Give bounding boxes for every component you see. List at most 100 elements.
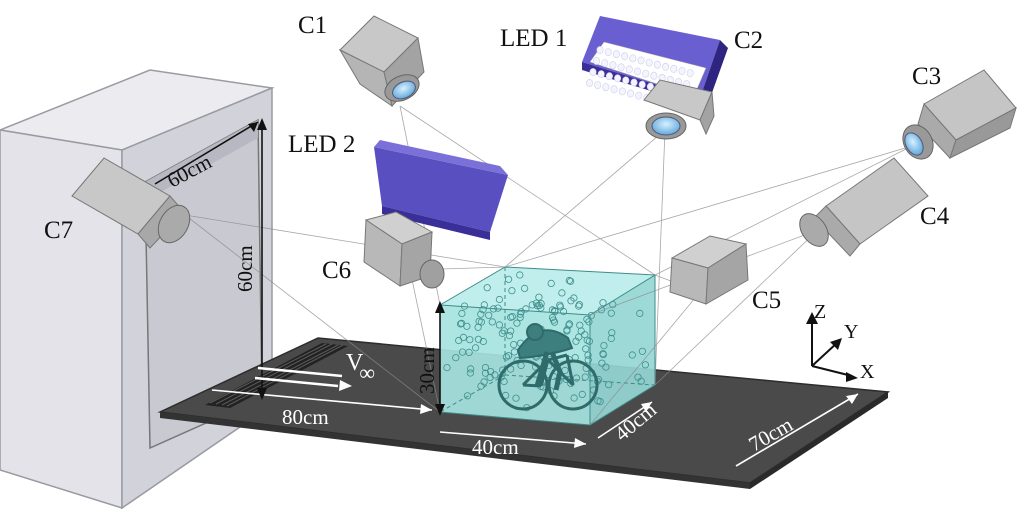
tracer-particles (443, 271, 650, 412)
tracer-particle (466, 365, 475, 373)
tracer-particle (459, 333, 468, 341)
tracer-particle (474, 335, 482, 343)
axis-label-y: Y (844, 321, 858, 343)
led-cell (646, 82, 654, 91)
tracer-particle (547, 279, 555, 287)
led-cell (585, 79, 593, 87)
led-cell (602, 83, 610, 92)
led-cell (626, 89, 634, 98)
tracer-particle (508, 287, 516, 295)
led-cell (642, 69, 650, 78)
tracer-particle (474, 323, 482, 331)
coordinate-axes (811, 318, 853, 377)
dim-box-length: 40cm (472, 435, 519, 459)
tracer-particle (481, 363, 490, 372)
tracer-particle (495, 321, 503, 329)
led-cell (653, 60, 661, 69)
tracer-particle (477, 382, 485, 390)
tracer-particle (458, 309, 466, 318)
tracer-particle (457, 319, 466, 327)
tracer-particle (460, 302, 469, 310)
label-c5: C5 (752, 287, 781, 314)
label-c2: C2 (734, 27, 763, 54)
tracer-particle (600, 341, 608, 350)
tracer-particle (507, 327, 515, 335)
tracer-particle (585, 337, 594, 345)
camera-c4 (799, 157, 929, 257)
tracer-particle (607, 309, 615, 317)
tracer-particle (585, 318, 593, 326)
tracer-particle (512, 394, 520, 402)
led-cell (610, 85, 618, 94)
camera-c3 (902, 69, 1017, 160)
tracer-particle (494, 304, 502, 312)
led-cell (614, 74, 622, 83)
tracer-particle (489, 305, 498, 313)
label-c7: C7 (44, 217, 73, 244)
led-cell (678, 67, 686, 75)
tracer-particle (605, 381, 613, 389)
dim-box-height: 30cm (415, 347, 439, 394)
tracer-particle (488, 318, 496, 326)
camera-c6 (363, 211, 445, 289)
tracer-particle (628, 351, 636, 359)
label-c4: C4 (920, 203, 950, 230)
led-1 (582, 16, 728, 110)
led-cell (630, 78, 638, 87)
tracer-particle (500, 377, 508, 386)
tracer-particle (641, 361, 650, 369)
tracer-particle (486, 373, 494, 381)
tracer-particle (537, 299, 545, 308)
label-freestream-velocity: V∞ (346, 350, 375, 385)
tracer-particle (583, 315, 591, 323)
label-led-2: LED 2 (288, 131, 355, 158)
tracer-particle (577, 327, 585, 335)
tracer-particle (572, 337, 580, 345)
tracer-particle (602, 363, 610, 371)
tracer-particle (599, 299, 607, 307)
tracer-particle (578, 390, 586, 398)
cyclist-model (497, 323, 599, 411)
tracer-particle (584, 351, 592, 359)
tracer-particle (634, 373, 642, 381)
tracer-particle (504, 352, 513, 360)
wind-tunnel-outlet (0, 69, 275, 510)
tracer-particle (598, 359, 606, 367)
led-2 (374, 140, 508, 240)
tracer-particle (566, 277, 575, 285)
tracer-particle (581, 331, 589, 339)
led-cell (633, 67, 641, 76)
led-cell (605, 72, 613, 81)
axis-label-x: X (860, 361, 875, 383)
label-c1: C1 (298, 12, 327, 39)
tracer-particle (466, 336, 474, 344)
led-cell (638, 80, 646, 89)
arrow-heads (248, 118, 858, 448)
tracer-particle (516, 271, 524, 279)
velocity-symbol: V (346, 350, 364, 376)
tracer-particle (505, 331, 514, 340)
tracer-particle (565, 276, 573, 285)
tracer-particle (596, 397, 604, 406)
led-cell (622, 76, 630, 85)
dim-outlet-height: 60cm (233, 245, 257, 292)
tracer-particle (443, 363, 451, 372)
tracer-particle (466, 369, 474, 377)
tracer-particle (495, 295, 503, 304)
tracer-particle (508, 312, 516, 321)
tracer-particle (510, 340, 518, 349)
tracer-particle (477, 310, 485, 318)
tracer-particle (486, 367, 495, 376)
led-cell (625, 65, 633, 74)
led-cell (612, 50, 620, 59)
axis-arrowheads (806, 312, 858, 382)
camera-c7 (71, 157, 191, 249)
tracer-particle (479, 337, 487, 346)
tracer-particle (516, 313, 524, 321)
tracer-particle (549, 316, 558, 324)
led-cell (589, 68, 597, 76)
led-cell (592, 57, 600, 65)
tracer-particle (535, 293, 543, 301)
dimension-arrows (154, 121, 859, 467)
